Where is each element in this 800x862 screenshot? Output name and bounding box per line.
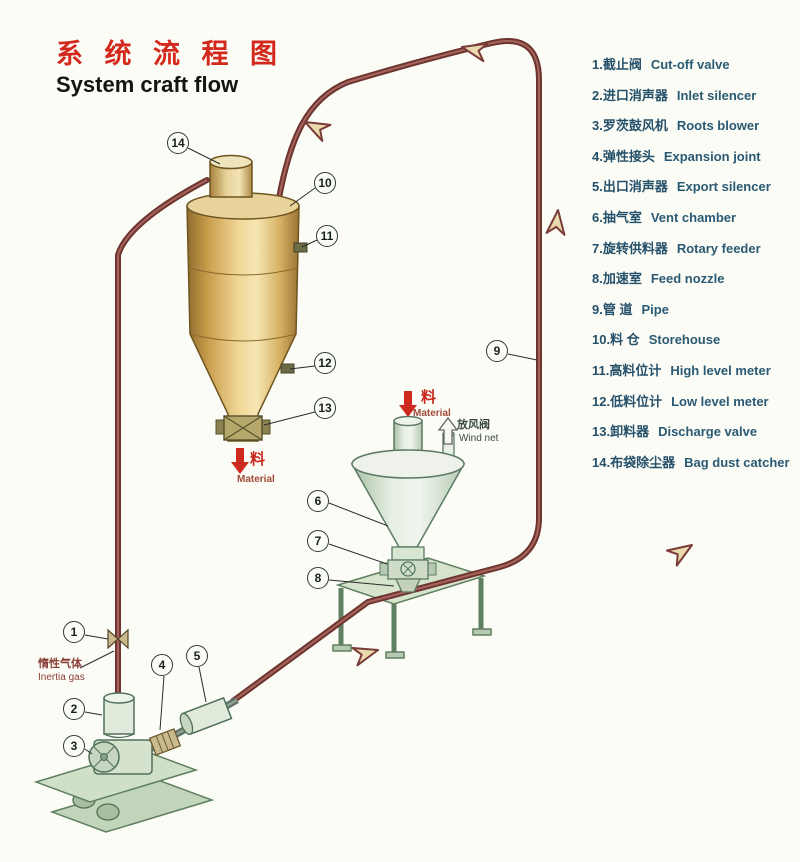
rotary-feeder xyxy=(379,559,437,580)
inertia-gas-label-en: Inertia gas xyxy=(38,672,85,683)
callout-3: 3 xyxy=(63,735,85,757)
material-out-arrow xyxy=(231,448,249,474)
roots-blower xyxy=(88,739,153,775)
expansion-joint xyxy=(148,728,182,756)
flow-arrow-bottom xyxy=(351,640,382,667)
high-level-meter xyxy=(293,242,308,253)
callout-7: 7 xyxy=(307,530,329,552)
wind-net-label-en: Wind net xyxy=(459,433,499,444)
material-out-label-zh: 料 xyxy=(250,451,266,468)
callout-9: 9 xyxy=(486,340,508,362)
material-in-label-zh: 料 xyxy=(421,389,437,406)
material-in-label-en: Material xyxy=(413,408,451,419)
callout-11: 11 xyxy=(316,225,338,247)
inertia-gas-label-zh: 惰性气体 xyxy=(38,658,82,670)
callout-14: 14 xyxy=(167,132,189,154)
callout-6: 6 xyxy=(307,490,329,512)
vent-chamber xyxy=(391,546,425,561)
flow-arrow-riser xyxy=(545,208,568,236)
callout-1: 1 xyxy=(63,621,85,643)
hopper-assembly xyxy=(350,415,466,593)
feed-nozzle xyxy=(394,578,422,593)
callout-4: 4 xyxy=(151,654,173,676)
callout-5: 5 xyxy=(186,645,208,667)
wind-net-label-zh: 放风阀 xyxy=(457,419,490,431)
callout-8: 8 xyxy=(307,567,329,589)
callout-2: 2 xyxy=(63,698,85,720)
flow-arrow-bottom-right xyxy=(665,536,698,567)
callout-12: 12 xyxy=(314,352,336,374)
material-out-label-en: Material xyxy=(237,474,275,485)
leader-lines xyxy=(79,147,538,755)
callout-10: 10 xyxy=(314,172,336,194)
page-title-en: System craft flow xyxy=(56,72,239,97)
bag-dust-catcher xyxy=(209,154,253,198)
discharge-valve xyxy=(215,415,271,441)
blower-assembly xyxy=(33,692,239,833)
page-title-zh: 系 统 流 程 图 xyxy=(56,39,285,69)
storehouse-silo xyxy=(186,154,308,442)
inlet-silencer xyxy=(103,692,135,739)
export-silencer xyxy=(179,696,233,736)
callout-13: 13 xyxy=(314,397,336,419)
